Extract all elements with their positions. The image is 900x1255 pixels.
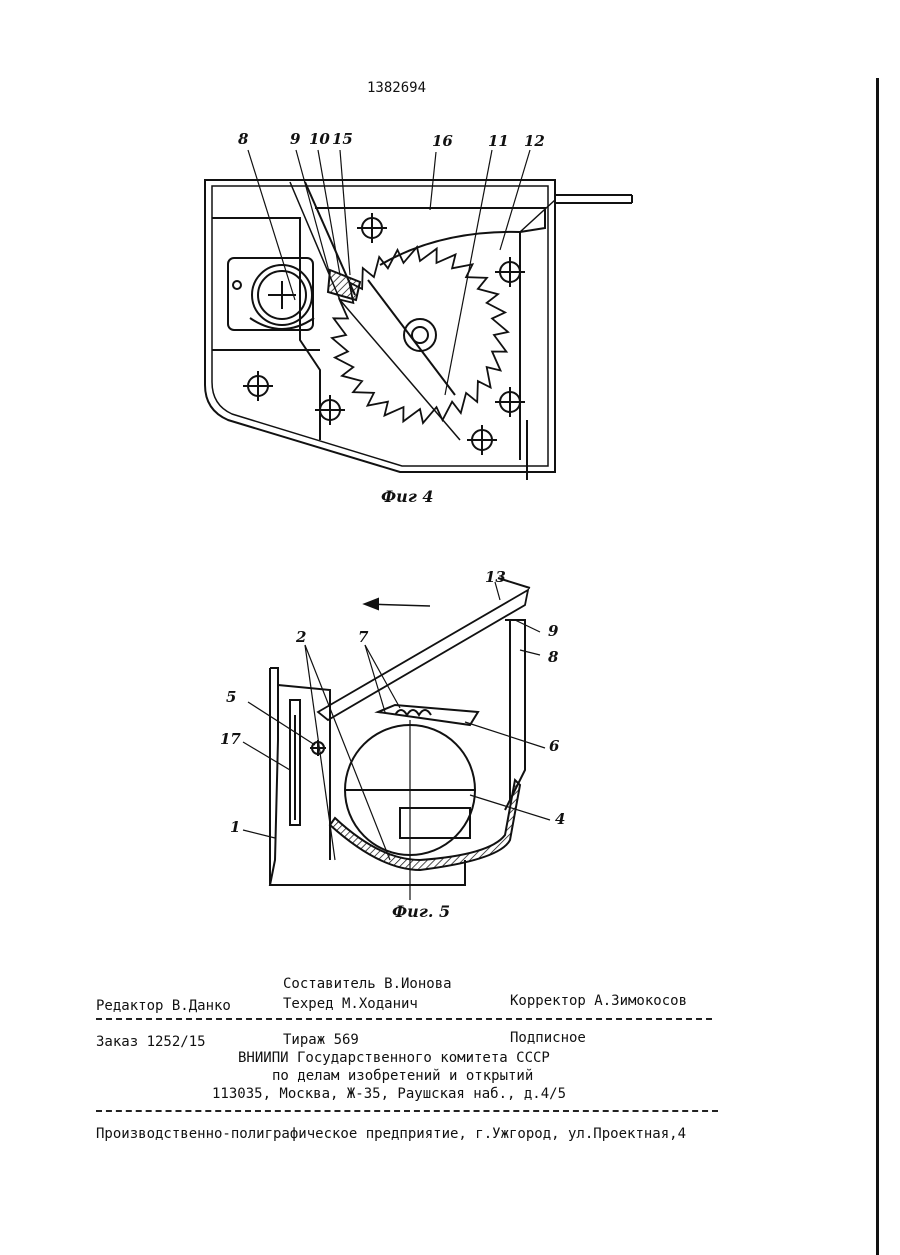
fig4-label-9: 9: [290, 130, 300, 148]
imprint-address: 113035, Москва, Ж-35, Раушская наб., д.4…: [212, 1086, 566, 1102]
fig4-label-8: 8: [238, 130, 248, 148]
fig5-label-5: 5: [226, 688, 236, 706]
fig4-label-10: 10: [309, 130, 330, 148]
fig4-label-15: 15: [332, 130, 353, 148]
imprint-org-line2: по делам изобретений и открытий: [272, 1068, 533, 1084]
fig5-caption: Фиг. 5: [392, 902, 450, 921]
fig5-label-4: 4: [555, 810, 565, 828]
fig5-label-7: 7: [358, 628, 368, 646]
fig4-caption: Фиг 4: [381, 487, 434, 506]
imprint-order: Заказ 1252/15: [96, 1034, 206, 1050]
fig5-label-8: 8: [548, 648, 558, 666]
fig5-label-13: 13: [485, 568, 506, 586]
imprint-printer: Производственно-полиграфическое предприя…: [96, 1126, 686, 1142]
fig5-label-2: 2: [296, 628, 306, 646]
divider-1: [96, 1018, 712, 1020]
fig5-label-6: 6: [549, 737, 559, 755]
fig5-label-17: 17: [220, 730, 241, 748]
imprint-corrector: Корректор А.Зимокосов: [510, 993, 687, 1009]
imprint-techred: Техред М.Ходанич: [283, 996, 418, 1012]
figure-5-drawing: [243, 578, 550, 900]
imprint-circulation: Тираж 569: [283, 1032, 359, 1048]
fig4-label-12: 12: [524, 132, 545, 150]
imprint-subscription: Подписное: [510, 1030, 586, 1046]
fig5-label-9: 9: [548, 622, 558, 640]
divider-2: [96, 1110, 718, 1112]
fig4-label-16: 16: [432, 132, 453, 150]
imprint-org-line1: ВНИИПИ Государственного комитета СССР: [238, 1050, 550, 1066]
fig4-label-11: 11: [488, 132, 509, 150]
imprint-compiler: Составитель В.Ионова: [283, 976, 452, 992]
fig5-label-1: 1: [230, 818, 240, 836]
imprint-editor: Редактор В.Данко: [96, 998, 231, 1014]
